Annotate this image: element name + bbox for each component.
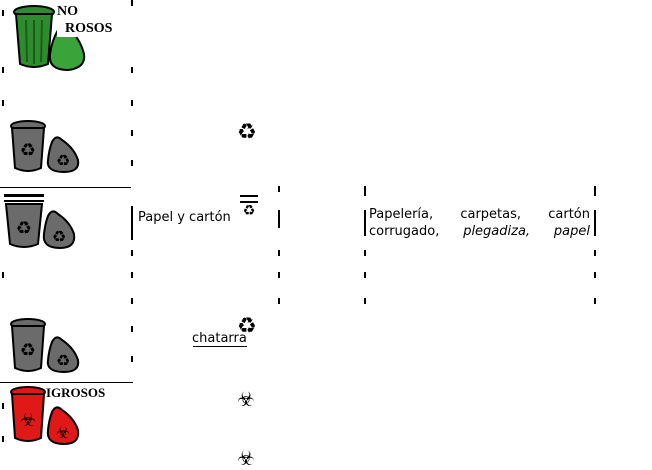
svg-text:♻: ♻ [52, 227, 66, 246]
svg-text:☣: ☣ [20, 410, 36, 431]
row-name-papel-carton: Papel y cartón [138, 210, 231, 225]
svg-text:♻: ♻ [20, 140, 36, 161]
red-biohazard-bin-icon: ☣ ☣ [6, 386, 82, 446]
recycle-icon-2: ♻ [238, 193, 260, 217]
description-line-2: corrugado, plegadiza, papel [369, 224, 590, 239]
biohazard-icon-2: ☣ [237, 446, 255, 470]
row-name-chatarra: chatarra [192, 331, 247, 346]
gray-recycle-bin-icon: ♻ ♻ [6, 120, 82, 174]
green-bin-icon [8, 2, 88, 72]
svg-text:♻: ♻ [20, 340, 36, 361]
svg-text:♻: ♻ [243, 203, 256, 217]
description-paper: Papelería, carpetas, cartón corrugado, p… [369, 206, 590, 240]
recycle-icon: ♻ [237, 120, 257, 145]
svg-text:☣: ☣ [56, 423, 70, 442]
section-label-line2: ROSOS [65, 21, 113, 36]
biohazard-icon: ☣ [237, 387, 255, 411]
svg-text:♻: ♻ [56, 151, 70, 170]
recycle-icon-3: ♻ [237, 314, 257, 339]
svg-text:♻: ♻ [56, 351, 70, 370]
gray-recycle-bin-icon-3: ♻ ♻ [6, 318, 82, 374]
section-label-peligrosos: IGROSOS [46, 384, 106, 401]
gray-recycle-bin-icon-2: ♻ ♻ [2, 190, 78, 250]
section-label-line1: NO [57, 4, 78, 19]
svg-text:♻: ♻ [16, 218, 32, 239]
section-label-no-peligrosos: NO ROSOS [57, 3, 113, 37]
description-line-1: Papelería, carpetas, cartón [369, 207, 590, 222]
